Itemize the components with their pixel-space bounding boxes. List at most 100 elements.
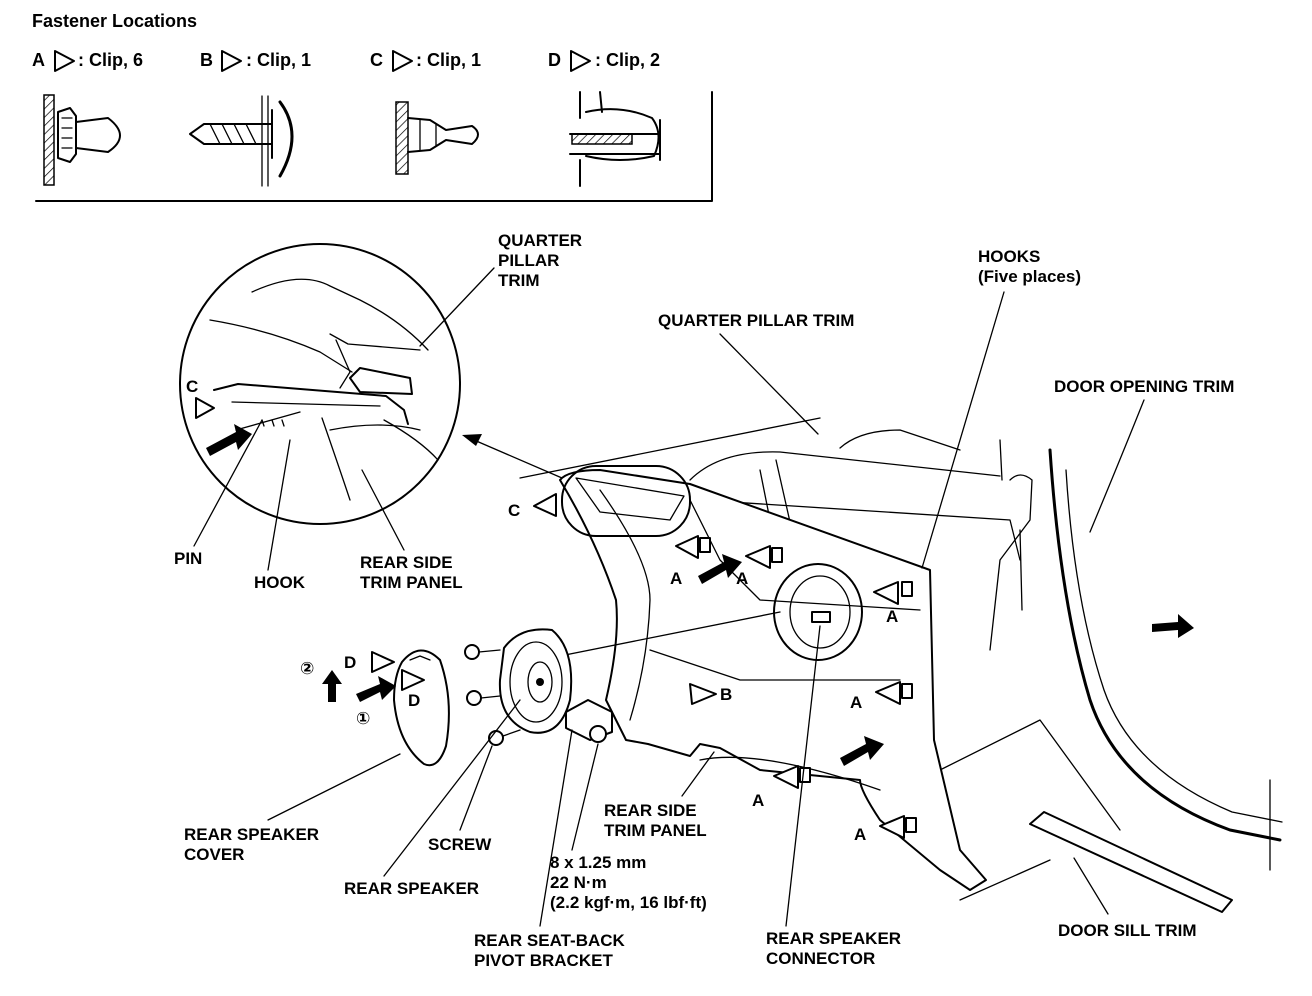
inset-marker-c: C bbox=[186, 377, 198, 396]
leader-pivot-bracket bbox=[539, 729, 573, 927]
door-opening-trim-part bbox=[1048, 448, 1282, 842]
inset-removal-arrow-icon bbox=[206, 424, 252, 456]
speaker-guide-line bbox=[539, 611, 781, 661]
removal-arrow-3-icon bbox=[1152, 614, 1194, 638]
label-rear-side-trim-panel-inset-line2: TRIM PANEL bbox=[360, 573, 463, 592]
panel-clips bbox=[699, 537, 917, 833]
legend-text-c: : Clip, 1 bbox=[416, 50, 481, 70]
label-rear-side-trim-panel-line1: REAR SIDE bbox=[604, 801, 697, 820]
label-pivot-bracket-line1: REAR SEAT-BACK bbox=[474, 931, 626, 950]
speaker-opening bbox=[773, 563, 863, 661]
panel-contour-4 bbox=[699, 756, 881, 791]
label-speaker-connector-line2: CONNECTOR bbox=[766, 949, 875, 968]
leader-rear-speaker bbox=[383, 699, 521, 877]
marker-a-2: A bbox=[736, 569, 748, 588]
marker-a-5: A bbox=[752, 791, 764, 810]
legend-letter-b: B bbox=[200, 50, 213, 70]
rear-speaker-part bbox=[498, 628, 573, 734]
marker-a-1: A bbox=[670, 569, 682, 588]
legend-letter-a: A bbox=[32, 50, 45, 70]
label-speaker-connector-line1: REAR SPEAKER bbox=[766, 929, 901, 948]
cover-clip-d-marker-1 bbox=[371, 651, 395, 673]
panel-contour-2 bbox=[689, 499, 921, 611]
leader-screw bbox=[459, 745, 493, 831]
label-torque-line2: 22 N·m bbox=[550, 873, 607, 892]
leader-rear-side-trim-panel bbox=[681, 751, 715, 797]
legend-item-a: A : Clip, 6 bbox=[32, 50, 143, 72]
speaker-opening-inner bbox=[789, 575, 851, 649]
detail-inset bbox=[179, 243, 461, 525]
leader-speaker-connector bbox=[785, 625, 821, 927]
clip-a-marker-3 bbox=[873, 581, 899, 605]
legend-text-b: : Clip, 1 bbox=[246, 50, 311, 70]
label-quarter-pillar-trim-inset-line2: PILLAR bbox=[498, 251, 559, 270]
bubble-clip-detail bbox=[575, 477, 685, 521]
panel-contour-3 bbox=[649, 649, 901, 681]
marker-d-2: D bbox=[408, 691, 420, 710]
removal-arrow-1-icon bbox=[698, 554, 742, 584]
clip-a-marker-4 bbox=[875, 681, 901, 705]
clip-a-marker-6 bbox=[879, 815, 905, 839]
label-rear-speaker-cover-line2: COVER bbox=[184, 845, 244, 864]
clip-a-marker-1 bbox=[675, 535, 699, 559]
inset-pointer-line bbox=[473, 439, 563, 479]
clip-a-marker-2 bbox=[745, 545, 771, 569]
legend-triangle-b-icon bbox=[221, 50, 242, 72]
marker-step-1: ① bbox=[356, 709, 370, 728]
marker-d-1: D bbox=[344, 653, 356, 672]
marker-a-4: A bbox=[850, 693, 862, 712]
vehicle-body-outline bbox=[519, 417, 1121, 901]
label-hooks-line1: HOOKS bbox=[978, 247, 1040, 266]
legend-text-d: : Clip, 2 bbox=[595, 50, 660, 70]
label-rear-speaker: REAR SPEAKER bbox=[344, 879, 479, 898]
cover-arrow-lift-icon bbox=[322, 670, 342, 702]
leader-torque bbox=[571, 743, 599, 851]
label-rear-speaker-cover-line1: REAR SPEAKER bbox=[184, 825, 319, 844]
leader-door-sill-trim bbox=[1073, 857, 1109, 915]
door-sill-trim-part bbox=[1029, 811, 1233, 913]
door-opening-trim-inner bbox=[1065, 469, 1283, 823]
leader-quarter-pillar-trim-inset bbox=[419, 267, 495, 347]
legend-item-c: C : Clip, 1 bbox=[370, 50, 481, 72]
cover-clip-d-marker-2 bbox=[401, 669, 425, 691]
legend-item-b: B : Clip, 1 bbox=[200, 50, 311, 72]
marker-c-main: C bbox=[508, 501, 520, 520]
leader-rear-side-trim-panel-inset bbox=[361, 469, 405, 551]
marker-a-3: A bbox=[886, 607, 898, 626]
label-quarter-pillar-trim-inset-line1: QUARTER bbox=[498, 231, 582, 250]
legend-text-a: : Clip, 6 bbox=[78, 50, 143, 70]
clip-d-icon bbox=[569, 91, 661, 187]
leader-hook bbox=[267, 439, 291, 571]
label-hooks-line2: (Five places) bbox=[978, 267, 1081, 286]
legend-letter-d: D bbox=[548, 50, 561, 70]
leader-hooks bbox=[921, 291, 1005, 569]
clip-b-marker bbox=[689, 683, 717, 705]
pivot-bracket-part bbox=[565, 699, 613, 743]
fastener-locations-title: Fastener Locations bbox=[32, 11, 197, 31]
label-pivot-bracket-line2: PIVOT BRACKET bbox=[474, 951, 613, 970]
leader-quarter-pillar-trim bbox=[719, 333, 819, 435]
leader-rear-speaker-cover bbox=[267, 753, 401, 821]
label-pin: PIN bbox=[174, 549, 202, 568]
label-hook: HOOK bbox=[254, 573, 306, 592]
legend-item-d: D : Clip, 2 bbox=[548, 50, 660, 72]
label-quarter-pillar-trim: QUARTER PILLAR TRIM bbox=[658, 311, 854, 330]
clip-b-icon bbox=[189, 95, 294, 187]
inset-clip-c-marker bbox=[195, 397, 215, 419]
detail-bubble bbox=[561, 465, 691, 537]
screws bbox=[464, 644, 521, 746]
marker-a-6: A bbox=[854, 825, 866, 844]
label-rear-side-trim-panel-line2: TRIM PANEL bbox=[604, 821, 707, 840]
marker-b: B bbox=[720, 685, 732, 704]
label-torque-line1: 8 x 1.25 mm bbox=[550, 853, 646, 872]
label-quarter-pillar-trim-inset-line3: TRIM bbox=[498, 271, 540, 290]
clip-c-marker bbox=[533, 493, 557, 517]
removal-arrow-2-icon bbox=[840, 736, 884, 766]
panel-contour-1 bbox=[599, 489, 651, 721]
label-rear-side-trim-panel-inset-line1: REAR SIDE bbox=[360, 553, 453, 572]
marker-step-2: ② bbox=[300, 659, 314, 678]
legend-triangle-d-icon bbox=[570, 50, 591, 72]
cover-arrow-pull-icon bbox=[356, 676, 396, 702]
label-door-opening-trim: DOOR OPENING TRIM bbox=[1054, 377, 1234, 396]
